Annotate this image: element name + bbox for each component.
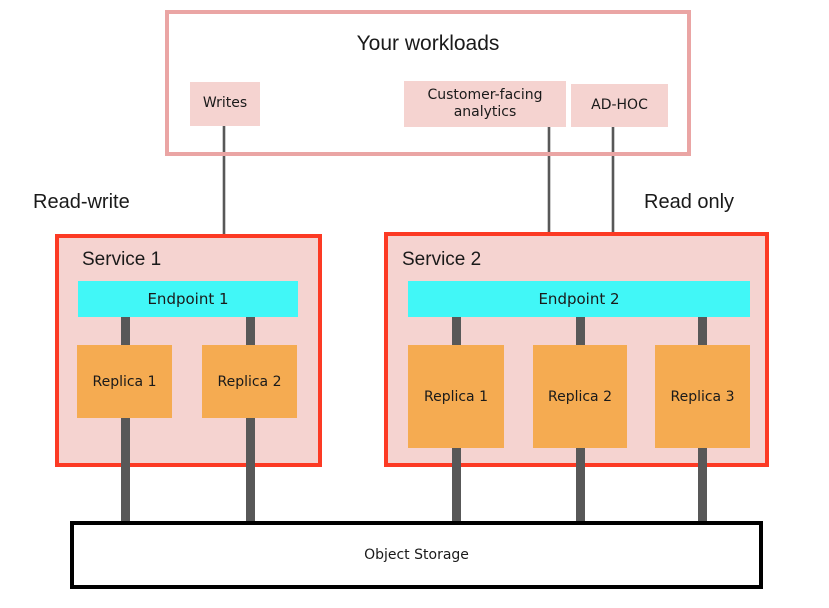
connector-endpoint1-replica1 xyxy=(121,316,130,346)
object-storage-box[interactable]: Object Storage xyxy=(70,521,763,589)
service-2-title: Service 2 xyxy=(402,249,482,270)
caption-read-only: Read only xyxy=(644,191,735,213)
connector-endpoint2-replica2 xyxy=(576,316,585,346)
connector-s1-replica2-storage xyxy=(246,417,255,525)
service-1-replica-1[interactable]: Replica 1 xyxy=(77,345,172,418)
service-2-replica-1[interactable]: Replica 1 xyxy=(408,345,504,448)
service-2-replica-3[interactable]: Replica 3 xyxy=(655,345,750,448)
connector-endpoint2-replica1 xyxy=(452,316,461,346)
caption-read-write: Read-write xyxy=(33,191,130,213)
service-1-title: Service 1 xyxy=(82,249,162,270)
workload-chip-writes[interactable]: Writes xyxy=(190,82,260,126)
workloads-title: Your workloads xyxy=(356,32,500,55)
connector-s2-replica3-storage xyxy=(698,447,707,525)
workload-chip-customer-facing-analytics[interactable]: Customer-facing analytics xyxy=(404,81,566,127)
connector-s2-replica2-storage xyxy=(576,447,585,525)
connector-s1-replica1-storage xyxy=(121,417,130,525)
workload-chip-ad-hoc[interactable]: AD-HOC xyxy=(571,84,668,127)
endpoint-2[interactable]: Endpoint 2 xyxy=(408,281,750,317)
connector-endpoint1-replica2 xyxy=(246,316,255,346)
service-1-replica-2[interactable]: Replica 2 xyxy=(202,345,297,418)
endpoint-1[interactable]: Endpoint 1 xyxy=(78,281,298,317)
workloads-container xyxy=(165,10,691,156)
connector-s2-replica1-storage xyxy=(452,447,461,525)
connector-endpoint2-replica3 xyxy=(698,316,707,346)
service-2-replica-2[interactable]: Replica 2 xyxy=(533,345,627,448)
